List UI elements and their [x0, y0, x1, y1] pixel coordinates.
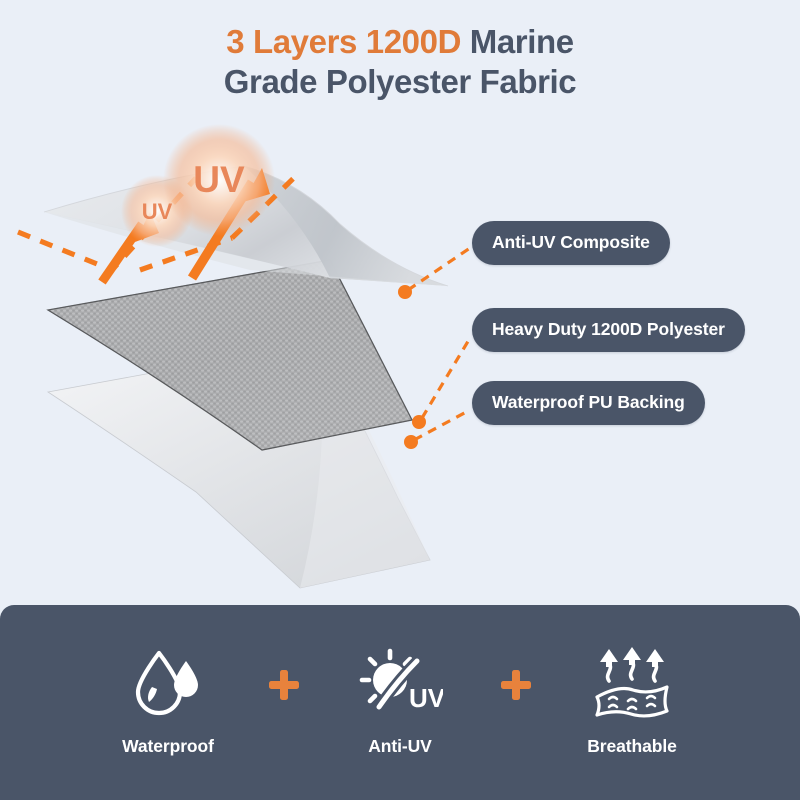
water-drop-icon [131, 643, 205, 719]
feature-label-breathable: Breathable [587, 735, 677, 756]
plus-separator-2 [486, 668, 546, 732]
leader-dot-middle [412, 415, 426, 429]
title-line-2: Grade Polyester Fabric [223, 63, 577, 101]
plus-separator-1 [254, 668, 314, 732]
title-highlight: 3 Layers 1200D [226, 23, 461, 60]
uv-bubble-large-label: UV [193, 159, 245, 200]
callout-heavy-duty-polyester[interactable]: Heavy Duty 1200D Polyester [472, 308, 745, 352]
leader-dot-top [398, 285, 412, 299]
feature-label-anti-uv: Anti-UV [368, 735, 432, 756]
callout-waterproof-pu-backing[interactable]: Waterproof PU Backing [472, 381, 705, 425]
leader-lines [398, 246, 472, 449]
feature-label-waterproof: Waterproof [122, 735, 214, 756]
breathable-fabric-icon [589, 643, 675, 719]
layers-illustration: UV UV [0, 120, 800, 600]
feature-anti-uv[interactable]: UV Anti-UV [314, 643, 486, 757]
title-line-1: 3 Layers 1200D Marine [0, 22, 800, 62]
feature-row: Waterproof [0, 643, 800, 763]
sun-blocked-uv-icon: UV [357, 643, 443, 719]
callout-anti-uv-composite[interactable]: Anti-UV Composite [472, 221, 670, 265]
title-line-1-rest: Marine [461, 23, 574, 60]
page-title: 3 Layers 1200D Marine Grade Polyester Fa… [0, 22, 800, 103]
feature-waterproof[interactable]: Waterproof [82, 643, 254, 757]
uv-icon-label: UV [409, 683, 443, 713]
leader-dot-bottom [404, 435, 418, 449]
uv-bubble-small-label: UV [142, 199, 173, 224]
uv-bubble-large: UV [163, 124, 275, 236]
feature-breathable[interactable]: Breathable [546, 643, 718, 757]
feature-bar: Waterproof [0, 605, 800, 800]
layer-heavy-duty-polyester [46, 259, 413, 451]
